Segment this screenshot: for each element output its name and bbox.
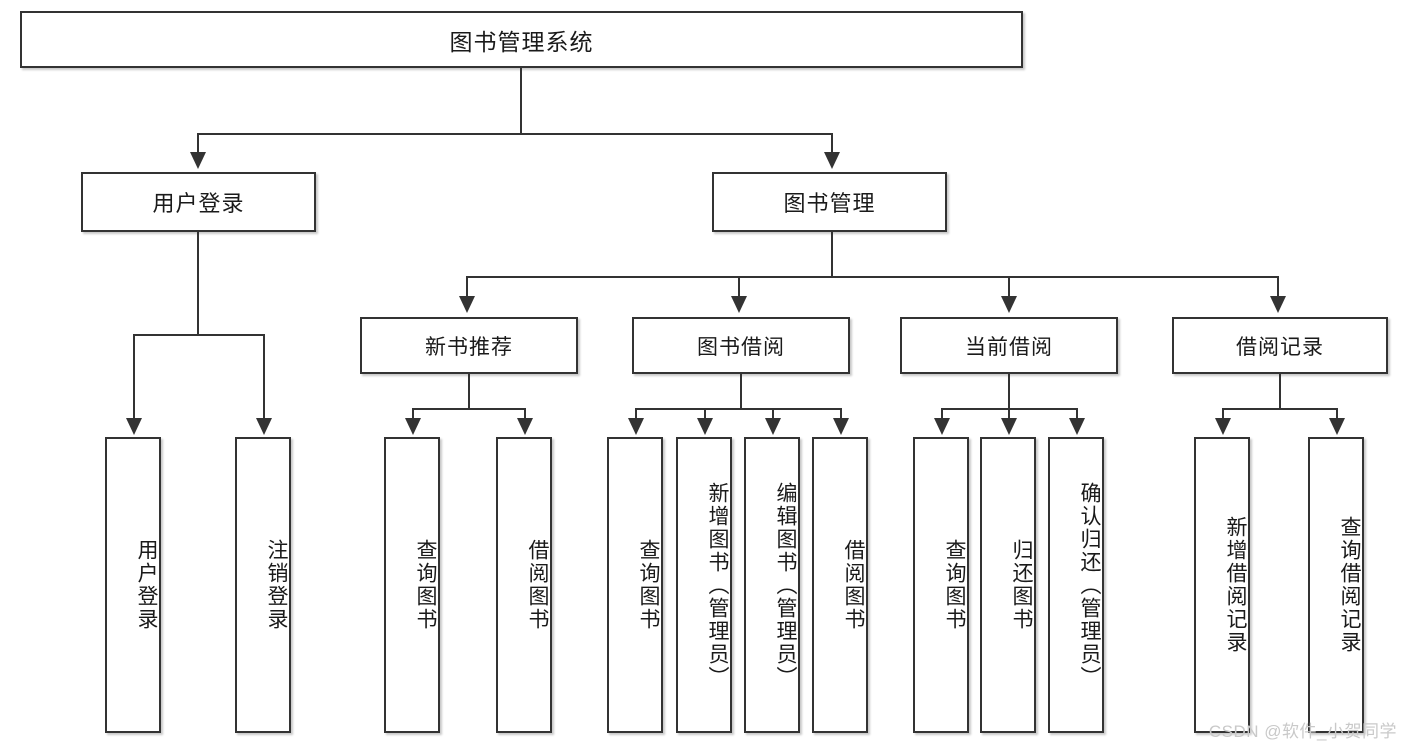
connector-user-login-drop-1 (133, 334, 135, 420)
connector-current-borrow-drop-3 (1076, 408, 1078, 420)
leaf-label: 查询图书 (414, 539, 437, 631)
arrow-to-leaf-edit-book (765, 418, 781, 435)
leaf-label: 编辑图书（管理员） (774, 481, 797, 689)
arrow-to-leaf-return-book (1001, 418, 1017, 435)
node-new-book-recommend[interactable]: 新书推荐 (360, 317, 578, 374)
arrow-to-leaf-query-book-3 (934, 418, 950, 435)
leaf-label: 确认归还（管理员） (1078, 481, 1101, 689)
connector-book-manage-stem (831, 232, 833, 278)
connector-borrow-record-bus (1222, 408, 1338, 410)
leaf-label: 借阅图书 (842, 539, 865, 631)
arrow-to-leaf-user-login (126, 418, 142, 435)
leaf-query-book-borrow[interactable]: 查询图书 (607, 437, 663, 733)
node-book-borrow[interactable]: 图书借阅 (632, 317, 850, 374)
arrow-to-borrow-record (1270, 296, 1286, 313)
leaf-edit-book-admin[interactable]: 编辑图书（管理员） (744, 437, 800, 733)
node-label: 图书借阅 (697, 335, 785, 359)
connector-user-login-drop-2 (263, 334, 265, 420)
arrow-to-leaf-query-record (1329, 418, 1345, 435)
leaf-label: 用户登录 (135, 539, 158, 631)
node-label: 图书管理 (783, 191, 876, 216)
node-label: 用户登录 (152, 191, 245, 216)
node-label: 新书推荐 (425, 335, 513, 359)
node-current-borrow[interactable]: 当前借阅 (900, 317, 1118, 374)
node-user-login[interactable]: 用户登录 (81, 172, 316, 232)
leaf-borrow-book[interactable]: 借阅图书 (812, 437, 868, 733)
connector-new-book-drop-1 (412, 408, 414, 420)
connector-user-login-stem (197, 232, 199, 336)
connector-root-drop-left (197, 133, 199, 155)
arrow-to-leaf-add-record (1215, 418, 1231, 435)
connector-book-manage-drop-4 (1277, 276, 1279, 298)
leaf-label: 归还图书 (1010, 539, 1033, 631)
leaf-label: 注销登录 (265, 539, 288, 631)
node-label: 当前借阅 (965, 335, 1053, 359)
node-root-system[interactable]: 图书管理系统 (20, 11, 1023, 68)
arrow-to-user-login (190, 152, 206, 169)
connector-book-manage-drop-1 (466, 276, 468, 298)
leaf-return-book[interactable]: 归还图书 (980, 437, 1036, 733)
connector-new-book-stem (468, 374, 470, 410)
arrow-to-leaf-borrow-book-2 (833, 418, 849, 435)
connector-book-manage-bus (466, 276, 1278, 278)
leaf-query-book-recommend[interactable]: 查询图书 (384, 437, 440, 733)
leaf-query-book-current[interactable]: 查询图书 (913, 437, 969, 733)
connector-book-borrow-drop-2 (704, 408, 706, 420)
leaf-label: 新增图书（管理员） (706, 481, 729, 689)
leaf-label: 借阅图书 (526, 539, 549, 631)
arrow-to-leaf-add-book (697, 418, 713, 435)
connector-book-borrow-bus (635, 408, 841, 410)
connector-new-book-drop-2 (524, 408, 526, 420)
leaf-add-book-admin[interactable]: 新增图书（管理员） (676, 437, 732, 733)
arrow-to-current-borrow (1001, 296, 1017, 313)
leaf-label: 查询图书 (637, 539, 660, 631)
connector-current-borrow-drop-1 (941, 408, 943, 420)
arrow-to-leaf-borrow-book-1 (517, 418, 533, 435)
arrow-to-book-manage (824, 152, 840, 169)
connector-book-borrow-stem (740, 374, 742, 410)
connector-current-borrow-stem (1008, 374, 1010, 410)
arrow-to-leaf-logout (256, 418, 272, 435)
connector-book-manage-drop-2 (738, 276, 740, 298)
connector-current-borrow-drop-2 (1008, 408, 1010, 420)
node-book-manage[interactable]: 图书管理 (712, 172, 947, 232)
connector-new-book-bus (412, 408, 526, 410)
leaf-logout[interactable]: 注销登录 (235, 437, 291, 733)
leaf-query-borrow-record[interactable]: 查询借阅记录 (1308, 437, 1364, 733)
leaf-confirm-return-admin[interactable]: 确认归还（管理员） (1048, 437, 1104, 733)
leaf-add-borrow-record[interactable]: 新增借阅记录 (1194, 437, 1250, 733)
leaf-borrow-book-recommend[interactable]: 借阅图书 (496, 437, 552, 733)
connector-book-manage-drop-3 (1008, 276, 1010, 298)
arrow-to-leaf-query-book-1 (405, 418, 421, 435)
connector-root-drop-right (831, 133, 833, 155)
arrow-to-new-book-recommend (459, 296, 475, 313)
arrow-to-leaf-query-book-2 (628, 418, 644, 435)
node-borrow-record[interactable]: 借阅记录 (1172, 317, 1388, 374)
connector-root-bus (197, 133, 833, 135)
connector-borrow-record-stem (1279, 374, 1281, 410)
connector-book-borrow-drop-3 (772, 408, 774, 420)
node-label: 借阅记录 (1236, 335, 1324, 359)
leaf-user-login[interactable]: 用户登录 (105, 437, 161, 733)
connector-book-borrow-drop-4 (840, 408, 842, 420)
node-label: 图书管理系统 (449, 28, 594, 55)
connector-root-stem (520, 68, 522, 134)
leaf-label: 查询借阅记录 (1338, 516, 1361, 654)
connector-borrow-record-drop-2 (1336, 408, 1338, 420)
arrow-to-leaf-confirm-return (1069, 418, 1085, 435)
arrow-to-book-borrow (731, 296, 747, 313)
connector-borrow-record-drop-1 (1222, 408, 1224, 420)
connector-user-login-bus (133, 334, 264, 336)
leaf-label: 新增借阅记录 (1224, 516, 1247, 654)
leaf-label: 查询图书 (943, 539, 966, 631)
connector-book-borrow-drop-1 (635, 408, 637, 420)
